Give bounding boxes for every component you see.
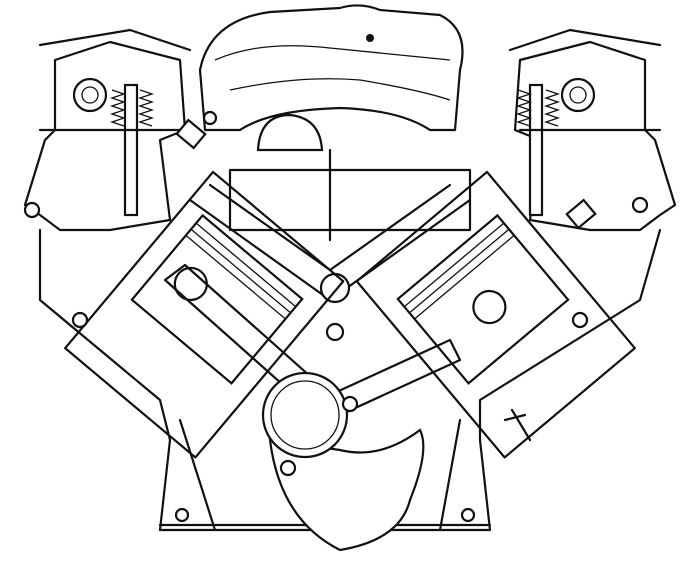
left-cylinder-head bbox=[23, 28, 218, 232]
right-piston bbox=[355, 170, 636, 459]
crankshaft bbox=[261, 371, 425, 552]
right-cylinder-head bbox=[508, 28, 677, 232]
right-side-bolt bbox=[571, 311, 589, 329]
right-drain-bolt bbox=[503, 408, 532, 442]
left-side-bolt bbox=[71, 311, 89, 329]
intake-manifold bbox=[198, 4, 464, 152]
